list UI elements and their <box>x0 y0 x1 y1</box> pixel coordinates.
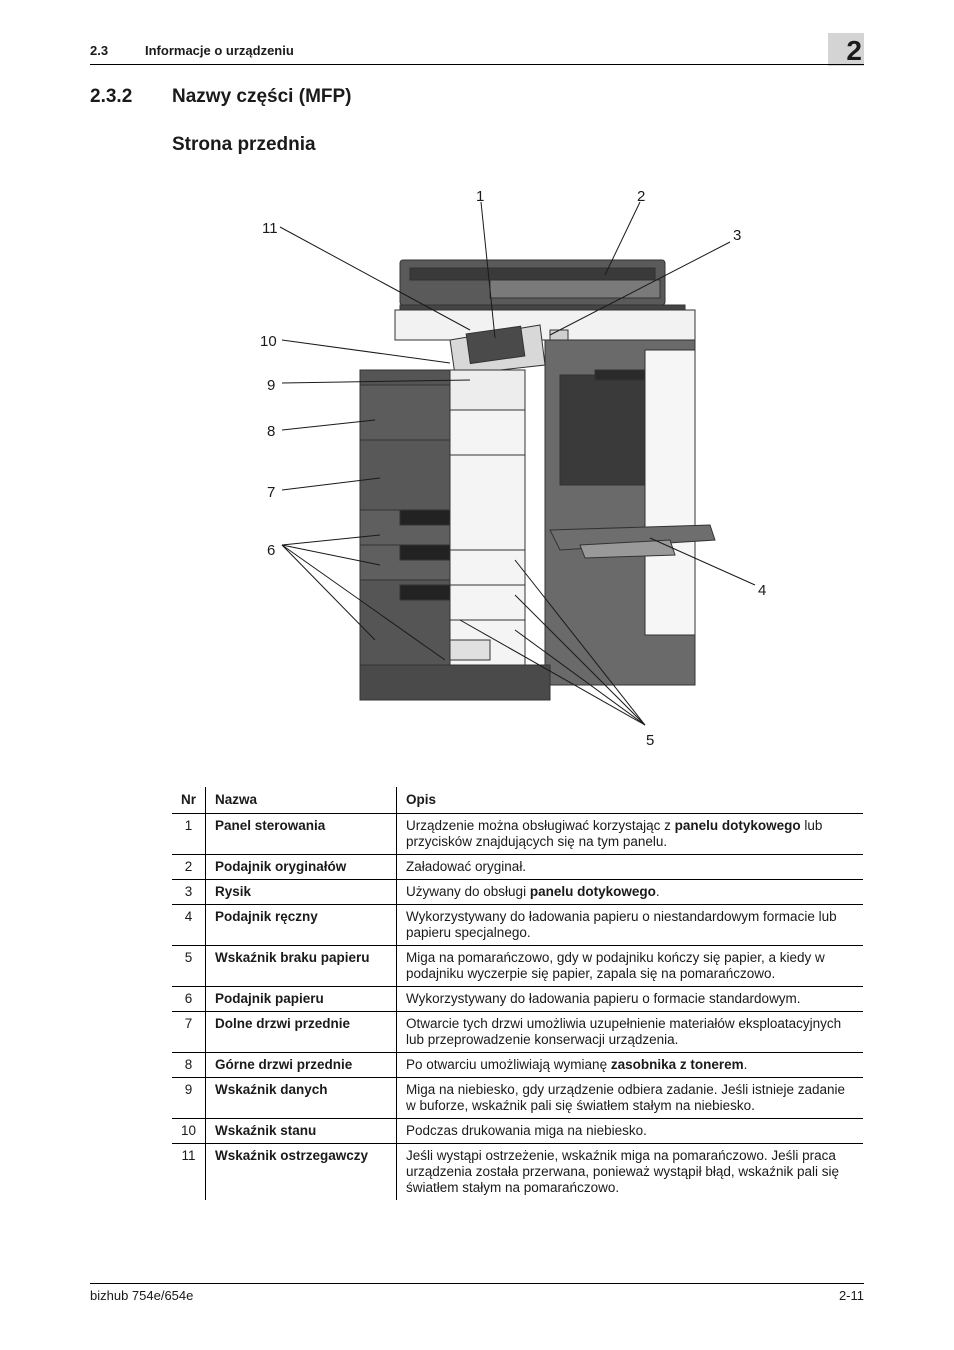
part-name: Rysik <box>205 879 397 905</box>
description-text: Używany do obsługi <box>406 884 530 899</box>
subsection-title: Strona przednia <box>172 134 316 155</box>
row-number: 8 <box>172 1052 206 1078</box>
callout-4: 4 <box>758 582 766 599</box>
part-name: Wskaźnik danych <box>205 1077 397 1119</box>
mfp-front-illustration: 1 2 3 4 5 6 7 8 9 10 11 <box>260 188 766 749</box>
row-number: 9 <box>172 1077 206 1119</box>
callout-9: 9 <box>267 377 275 394</box>
callout-6: 6 <box>267 542 275 559</box>
column-header-nr: Nr <box>172 787 206 814</box>
description-text: Urządzenie można obsługiwać korzystając … <box>406 818 675 833</box>
row-number: 7 <box>172 1011 206 1053</box>
description-text: Otwarcie tych drzwi umożliwia uzupełnien… <box>406 1016 842 1047</box>
callout-2: 2 <box>637 188 645 205</box>
part-description: Załadować oryginał. <box>396 854 863 880</box>
callout-leader-lines <box>279 201 756 726</box>
part-name: Podajnik papieru <box>205 986 397 1012</box>
description-text: . <box>655 884 660 899</box>
description-text: Jeśli wystąpi ostrzeżenie, wskaźnik miga… <box>406 1148 839 1195</box>
part-description: Po otwarciu umożliwiają wymianę zasobnik… <box>396 1052 863 1078</box>
callout-11: 11 <box>262 220 278 237</box>
section-number: 2.3.2 <box>90 86 133 107</box>
section-title: Nazwy części (MFP) <box>172 86 352 107</box>
part-description: Używany do obsługi panelu dotykowego. <box>396 879 863 905</box>
row-number: 3 <box>172 879 206 905</box>
callout-7: 7 <box>267 484 275 501</box>
part-name: Wskaźnik braku papieru <box>205 945 397 987</box>
description-text: Miga na pomarańczowo, gdy w podajniku ko… <box>406 950 825 981</box>
part-name: Wskaźnik ostrzegawczy <box>205 1143 397 1200</box>
description-text: lub przycisków znajdujących się na tym p… <box>406 818 823 849</box>
description-text: Wykorzystywany do ładowania papieru o ni… <box>406 909 837 940</box>
description-text: Podczas drukowania miga na niebiesko. <box>406 1123 647 1138</box>
description-emphasis: zasobnika z tonerem <box>610 1057 744 1072</box>
part-description: Miga na niebiesko, gdy urządzenie odbier… <box>396 1077 863 1119</box>
part-name: Górne drzwi przednie <box>205 1052 397 1078</box>
footer-model-name: bizhub 754e/654e <box>90 1288 194 1303</box>
callout-numbers: 1 2 3 4 5 6 7 8 9 10 11 <box>260 188 766 749</box>
callout-3: 3 <box>733 227 741 244</box>
part-description: Jeśli wystąpi ostrzeżenie, wskaźnik miga… <box>396 1143 863 1200</box>
part-description: Miga na pomarańczowo, gdy w podajniku ko… <box>396 945 863 987</box>
description-text: . <box>743 1057 748 1072</box>
table-header-row: Nr Nazwa Opis <box>172 787 863 814</box>
part-description: Podczas drukowania miga na niebiesko. <box>396 1118 863 1144</box>
chapter-number-badge: 2 <box>828 33 864 66</box>
part-name: Podajnik ręczny <box>205 904 397 946</box>
description-emphasis: panelu dotykowego <box>529 884 656 899</box>
footer-divider <box>90 1283 864 1284</box>
column-header-nazwa: Nazwa <box>205 787 397 814</box>
row-number: 6 <box>172 986 206 1012</box>
row-number: 10 <box>172 1118 206 1144</box>
column-header-opis: Opis <box>396 787 863 814</box>
part-description: Otwarcie tych drzwi umożliwia uzupełnien… <box>396 1011 863 1053</box>
row-number: 11 <box>181 1148 196 1163</box>
mfp-device-drawing <box>359 259 716 701</box>
part-description: Wykorzystywany do ładowania papieru o fo… <box>396 986 863 1012</box>
part-description: Wykorzystywany do ładowania papieru o ni… <box>396 904 863 946</box>
row-number: 5 <box>172 945 206 987</box>
part-description: Urządzenie można obsługiwać korzystając … <box>396 813 863 855</box>
header-divider <box>90 64 864 65</box>
callout-1: 1 <box>476 188 484 205</box>
description-text: Miga na niebiesko, gdy urządzenie odbier… <box>406 1082 846 1113</box>
header-section-number: 2.3 <box>90 43 109 58</box>
callout-8: 8 <box>267 423 275 440</box>
row-number: 1 <box>172 813 206 855</box>
part-name: Dolne drzwi przednie <box>205 1011 397 1053</box>
callout-5: 5 <box>646 732 654 749</box>
row-number: 4 <box>172 904 206 946</box>
description-text: Wykorzystywany do ładowania papieru o fo… <box>406 991 801 1006</box>
description-text: Załadować oryginał. <box>406 859 527 874</box>
part-name: Panel sterowania <box>205 813 397 855</box>
footer-page-number: 2-11 <box>838 1288 864 1303</box>
callout-10: 10 <box>260 333 277 350</box>
description-emphasis: panelu dotykowego <box>674 818 801 833</box>
part-name: Wskaźnik stanu <box>205 1118 397 1144</box>
description-text: Po otwarciu umożliwiają wymianę <box>406 1057 611 1072</box>
header-section-title: Informacje o urządzeniu <box>145 43 294 58</box>
row-number: 2 <box>172 854 206 880</box>
part-name: Podajnik oryginałów <box>205 854 397 880</box>
